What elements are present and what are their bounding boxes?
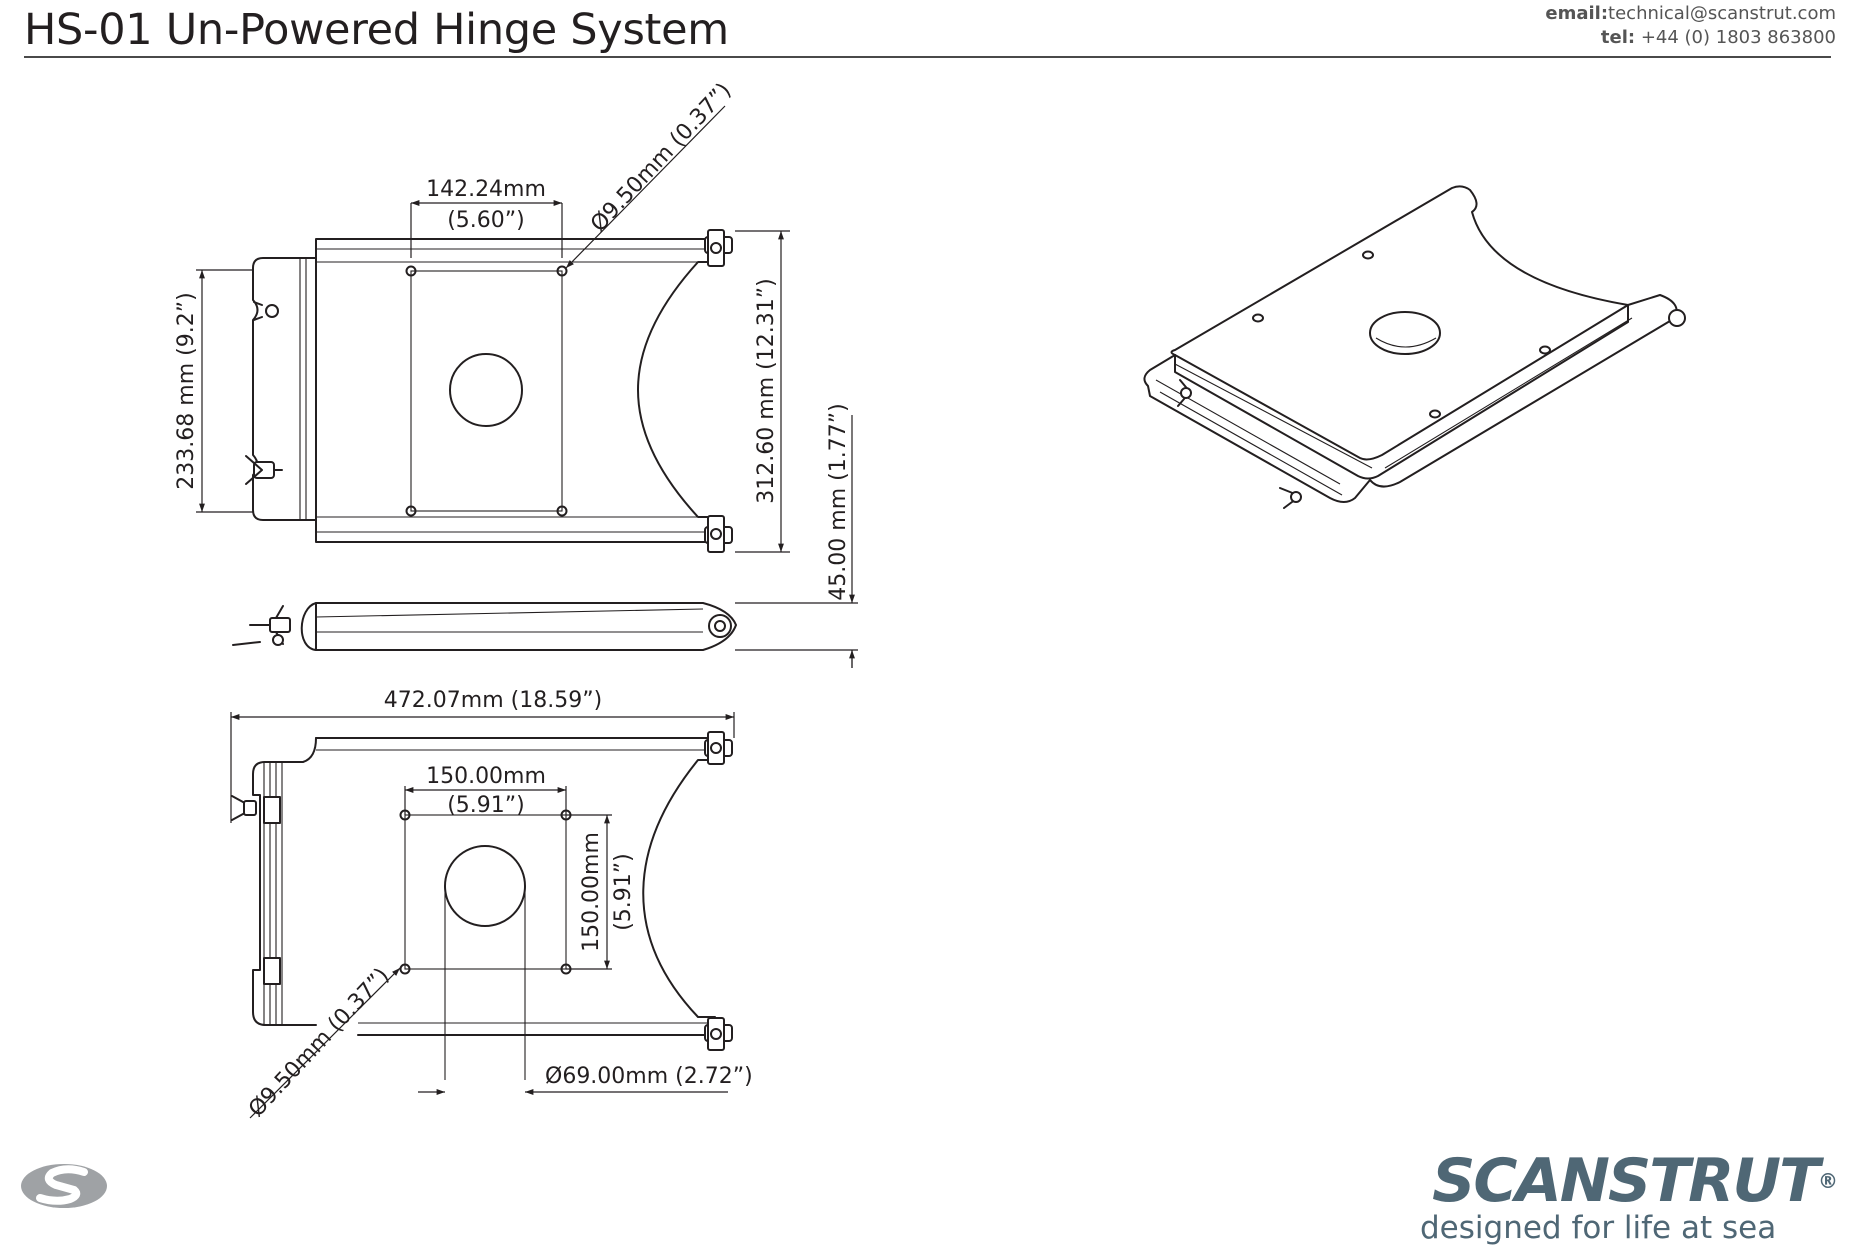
iso-hole [1252,313,1264,323]
top-view-hole [556,265,568,277]
top-view-tab [252,257,317,521]
iso-wing-nut [1279,487,1302,509]
dim-bottom-hole-dia-label: Ø9.50mm (0.37”) [244,963,394,1122]
dim-bottom-hole-spacing-in: (5.91”) [447,793,525,818]
iso-hole [1429,409,1441,419]
iso-plate-top [1170,185,1629,461]
dim-bottom-hole-dia: Ø9.50mm (0.37”) [244,963,401,1122]
dim-top-hole-spacing: 142.24mm (5.60”) [410,177,563,258]
iso-tab [1143,354,1371,503]
iso-plate-front [1174,304,1629,480]
dim-center-hole-dia-label: Ø69.00mm (2.72”) [545,1064,753,1089]
dim-bottom-hole-spacing-v-in: (5.91”) [611,853,636,931]
bottom-view-tab [252,737,317,1026]
iso-hole [1539,345,1551,355]
top-view-mount-pattern [410,270,563,512]
top-view-wing-nut [253,301,279,321]
dim-bottom-hole-spacing-vertical: 150.00mm (5.91”) [566,814,636,970]
side-view-wing-nut [232,605,291,646]
top-view-hinge-bolt [704,229,733,267]
bottom-view-plate [315,737,716,1036]
brand-trademark: ® [1818,1169,1838,1193]
iso-hinge-bar [1369,294,1678,488]
brand-logo-text: SCANSTRUT® [1432,1146,1838,1216]
email-label: email: [1545,3,1609,24]
dim-top-hole-spacing-in: (5.60”) [447,208,525,233]
brand-name: SCANSTRUT [1432,1146,1820,1216]
bottom-view-hole [399,963,411,975]
scanstrut-s-logo [21,1164,107,1208]
bottom-view-center-hole [444,845,526,927]
top-view-hole [556,505,568,517]
dim-bottom-hole-spacing-v-mm: 150.00mm [579,832,604,952]
dim-center-hole-dia: Ø69.00mm (2.72”) [418,1064,753,1095]
top-view [245,229,733,553]
dim-top-hole-dia-label: Ø9.50mm (0.37”) [586,78,736,237]
bottom-view-hinge-bolt [704,1017,733,1051]
side-view-body [315,602,737,651]
page-title: HS-01 Un-Powered Hinge System [24,5,729,55]
dim-width-right: 312.60 mm (12.31”) [735,230,790,553]
dim-length-label: 472.07mm (18.59”) [384,688,602,713]
top-view-hinge-bolt [704,515,733,553]
dim-bottom-hole-spacing-mm: 150.00mm [426,764,546,789]
dim-width-left-label: 233.68 mm (9.2”) [174,292,199,489]
dim-top-hole-spacing-mm: 142.24mm [426,177,546,202]
dim-bottom-hole-spacing: 150.00mm (5.91”) [404,764,567,818]
dim-height: 45.00 mm (1.77”) [735,403,858,668]
bottom-view-mount-pattern [404,814,567,970]
contact-tel: tel: +44 (0) 1803 863800 [1601,26,1836,50]
top-view-hole [405,265,417,277]
dim-width-left: 233.68 mm (9.2”) [174,269,253,513]
iso-wing-nut [1177,379,1192,407]
tel-label: tel: [1600,27,1636,48]
iso-center-hole [1369,311,1441,355]
dim-height-label: 45.00 mm (1.77”) [826,403,851,600]
email-value[interactable]: technical@scanstrut.com [1608,3,1836,24]
iso-hole [1362,250,1374,260]
side-view [232,602,737,651]
top-view-hole [405,505,417,517]
bottom-view-wing-nut [231,795,257,821]
bottom-view-hinge-bolt [704,731,733,765]
top-view-center-hole [449,353,523,427]
header-rule [24,56,1831,58]
brand-tagline: designed for life at sea [1420,1210,1777,1246]
side-view-hinge-pin [708,614,732,638]
iso-hinge-knob [1668,309,1686,327]
bottom-view [231,731,733,1080]
tel-value[interactable]: +44 (0) 1803 863800 [1635,27,1836,48]
top-view-plate [315,238,716,543]
dim-length: 472.07mm (18.59”) [230,688,735,823]
dim-width-right-label: 312.60 mm (12.31”) [754,278,779,503]
isometric-view [1143,185,1686,509]
contact-email: email:technical@scanstrut.com [1545,2,1836,26]
top-view-wing-nut [245,455,283,485]
